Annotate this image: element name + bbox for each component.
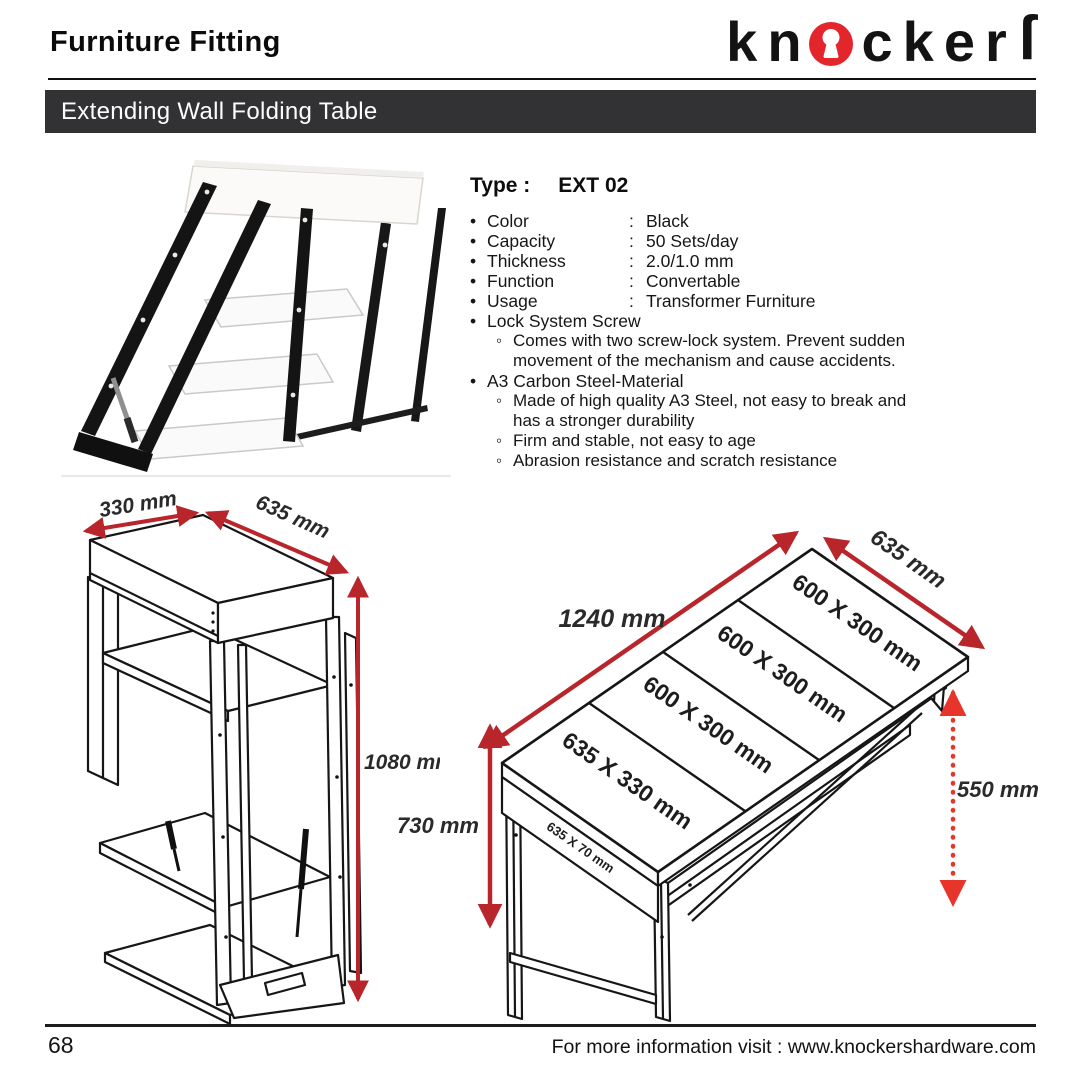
spec-label: Thickness (487, 251, 566, 271)
folded-dimensions: 330 mm 635 mm 1080 mm (82, 487, 440, 1003)
dim-arrow-635 (822, 536, 986, 650)
sub-bullet-icon: ◦ (496, 431, 503, 450)
photo-base-plate (73, 432, 153, 472)
photo-right-brace (351, 222, 391, 432)
feature-steel-sub-3: ◦ Abrasion resistance and scratch resist… (470, 451, 1038, 471)
type-label: Type : (470, 174, 531, 197)
dim-label-1240: 1240 mm (558, 605, 665, 633)
header-divider (48, 78, 1036, 80)
feature-lock-system: • Lock System Screw (470, 311, 1038, 331)
feature-sub-text: Firm and stable, not easy to age (513, 431, 756, 450)
spec-colon: : (629, 231, 634, 251)
bullet-icon: • (470, 371, 477, 391)
feature-sub-text: Abrasion resistance and scratch resistan… (513, 451, 838, 470)
brand-logo-longs: ſ (1018, 4, 1036, 73)
spec-colon: : (629, 271, 634, 291)
photo-shelf-1 (203, 288, 365, 328)
dim-label-1080: 1080 mm (364, 751, 440, 774)
footer-divider (45, 1024, 1036, 1027)
folded-right-leg (324, 615, 347, 989)
product-title: Extending Wall Folding Table (61, 97, 378, 125)
photo-gas-strut-body (123, 416, 139, 444)
photo-tabletop-edge (193, 160, 424, 178)
extended-cross-rail (508, 951, 658, 1006)
product-photo (61, 160, 451, 477)
extended-screws (514, 833, 692, 939)
bullet-icon: • (470, 231, 477, 251)
page-title: Furniture Fitting (50, 26, 281, 58)
photo-rail-inner (138, 200, 271, 454)
photo-crossbar (283, 405, 428, 443)
bullet-icon: • (470, 251, 477, 271)
photo-center-post (283, 208, 313, 442)
extended-apron (500, 655, 970, 924)
bullet-icon: • (470, 211, 477, 231)
product-title-bar: Extending Wall Folding Table (45, 90, 1036, 133)
bullet-icon: • (470, 291, 477, 311)
spec-section: Type : EXT 02 • Color : Black • Capacity … (470, 174, 1038, 471)
spec-colon: : (629, 291, 634, 311)
brand-logo-text-left: kn (726, 10, 812, 73)
dim-label-635: 635 mm (866, 525, 951, 593)
spec-colon: : (629, 251, 634, 271)
dim-arrow-635 (204, 510, 350, 575)
dim-label-550: 550 mm (957, 777, 1039, 802)
brand-logo: kn cker ſ (726, 8, 1036, 73)
feature-lock-sub: ◦ Comes with two screw-lock system. Prev… (470, 331, 1038, 371)
feature-sub-text: Made of high quality A3 Steel, not easy … (513, 391, 907, 430)
feature-title: Lock System Screw (487, 311, 641, 331)
spec-label: Capacity (487, 231, 556, 251)
spec-row-color: • Color : Black (470, 211, 1038, 231)
folded-foot-bracket (218, 953, 346, 1020)
feature-steel-sub-2: ◦ Firm and stable, not easy to age (470, 431, 1038, 451)
bullet-icon: • (470, 311, 477, 331)
spec-row-usage: • Usage : Transformer Furniture (470, 291, 1038, 311)
photo-rear-leg (411, 208, 446, 422)
feature-sub-text: Comes with two screw-lock system. Preven… (513, 331, 906, 370)
bullet-icon: • (470, 271, 477, 291)
spec-row-function: • Function : Convertable (470, 271, 1038, 291)
feature-steel-material: • A3 Carbon Steel-Material (470, 371, 1038, 391)
spec-label: Function (487, 271, 555, 291)
spec-colon: : (629, 211, 634, 231)
spec-value: Black (646, 211, 689, 231)
spec-row-capacity: • Capacity : 50 Sets/day (470, 231, 1038, 251)
sub-bullet-icon: ◦ (496, 331, 503, 350)
spec-label: Usage (487, 291, 538, 311)
spec-value: 2.0/1.0 mm (646, 251, 734, 271)
extended-dimensions: 1240 mm 635 mm 730 mm 550 mm (397, 525, 1039, 929)
keyhole-icon (808, 22, 853, 66)
spec-value: Transformer Furniture (646, 291, 816, 311)
photo-rivets (108, 189, 388, 398)
type-value: EXT 02 (558, 174, 629, 197)
footer-info-text: For more information visit : www.knocker… (551, 1036, 1036, 1058)
feature-title: A3 Carbon Steel-Material (487, 371, 684, 391)
sub-bullet-icon: ◦ (496, 451, 503, 470)
brand-logo-text-right: cker (861, 10, 1017, 73)
page-number: 68 (48, 1032, 74, 1058)
feature-steel-sub-1: ◦ Made of high quality A3 Steel, not eas… (470, 391, 1038, 431)
spec-value: 50 Sets/day (646, 231, 739, 251)
photo-gas-strut (110, 377, 130, 419)
spec-label: Color (487, 211, 529, 231)
dim-arrow-330 (82, 505, 200, 539)
spec-row-thickness: • Thickness : 2.0/1.0 mm (470, 251, 1038, 271)
sub-bullet-icon: ◦ (496, 391, 503, 410)
type-heading: Type : EXT 02 (470, 174, 1038, 198)
folded-top-box (88, 513, 335, 645)
dim-arrow-1240 (482, 530, 800, 750)
dim-label-730: 730 mm (397, 813, 479, 838)
photo-rail-outer (81, 182, 217, 436)
folded-gas-struts (165, 820, 309, 938)
folded-diagram: 330 mm 635 mm 1080 mm (82, 487, 440, 1025)
extended-diagram: 635 X 330 mm 600 X 300 mm 600 X 300 mm 6… (397, 525, 1039, 1023)
spec-value: Convertable (646, 271, 741, 291)
